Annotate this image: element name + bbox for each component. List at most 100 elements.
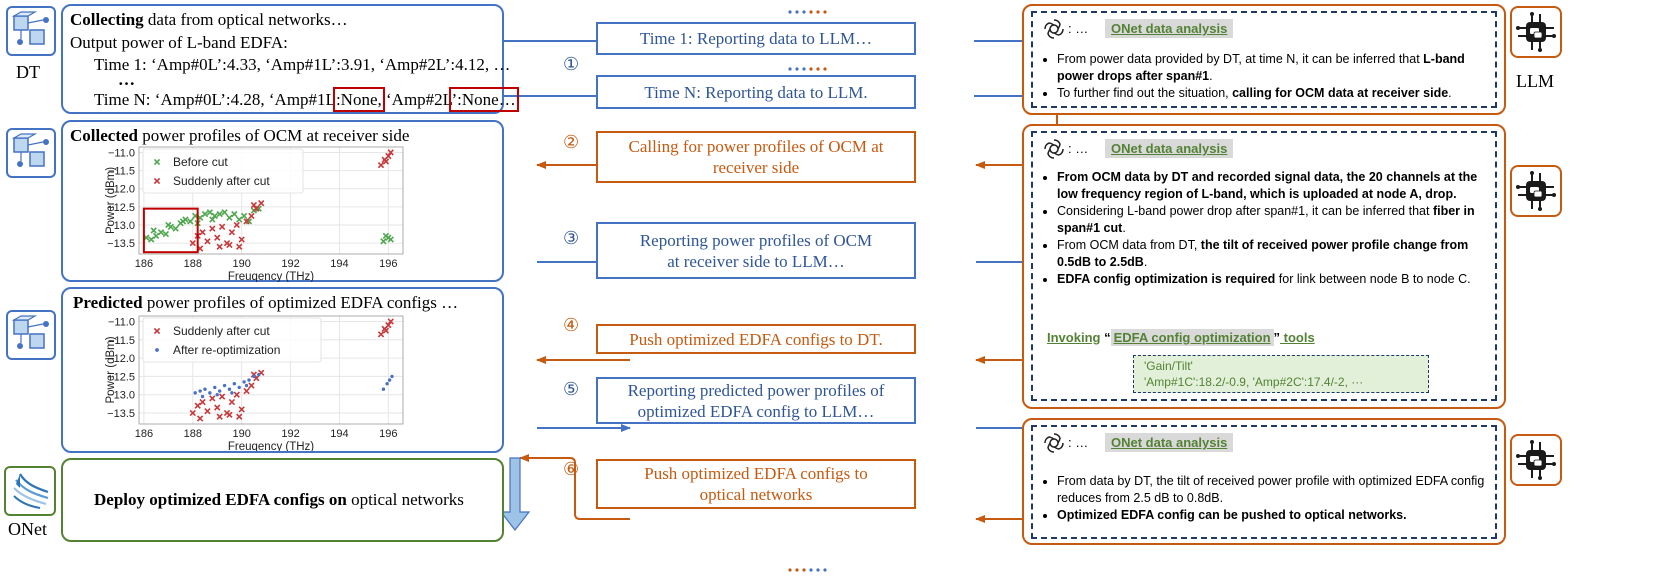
data-point <box>385 382 389 386</box>
step1-timeN-box: Time N: Reporting data to LLM. <box>596 75 916 109</box>
step4-number: ④ <box>563 315 580 336</box>
data-point <box>209 395 216 402</box>
y-tick-label: −12.0 <box>107 353 135 365</box>
data-point <box>211 212 218 220</box>
data-point <box>387 318 394 325</box>
data-point <box>237 385 241 390</box>
deploy-panel: Deploy optimized EDFA configs on optical… <box>61 458 504 542</box>
data-point <box>248 212 255 220</box>
x-tick-label: 186 <box>135 258 153 270</box>
llm-label: LLM <box>1516 71 1554 91</box>
x-tick-label: 188 <box>184 428 202 440</box>
x-tick-label: 196 <box>379 258 397 270</box>
tool-output-box: 'Gain/Tilt' 'Amp#1C':18.2/-0.9, 'Amp#2C'… <box>1133 355 1429 393</box>
y-tick-label: −12.0 <box>107 184 135 196</box>
dt-icon <box>6 6 56 56</box>
highlight-box <box>142 207 199 254</box>
data-point <box>206 209 214 216</box>
legend-marker <box>153 158 161 166</box>
y-tick-label: −13.0 <box>107 220 135 232</box>
data-point <box>381 387 386 391</box>
data-point <box>194 402 201 409</box>
data-point <box>248 382 255 389</box>
x-axis-label: Freuqency (THz) <box>228 441 314 451</box>
y-tick-label: −11.0 <box>108 147 135 159</box>
y-tick-label: −11.0 <box>108 316 135 328</box>
collected-panel: Collected power profiles of OCM at recei… <box>61 120 504 282</box>
x-tick-label: 188 <box>184 258 202 270</box>
tool-output-line-2: 'Amp#1C':18.2/-0.9, 'Amp#2C':17.4/-2, ··… <box>1144 375 1364 389</box>
data-point <box>390 374 394 379</box>
llm1-body: From power data provided by DT, at time … <box>1041 51 1493 102</box>
llm2-bullet-2: Considering L-band power drop after span… <box>1057 203 1493 237</box>
data-point <box>179 218 187 225</box>
data-point <box>213 385 217 390</box>
data-point <box>150 227 157 234</box>
ellipsis-top-2 <box>788 67 827 71</box>
data-point <box>231 210 238 218</box>
x-tick-label: 190 <box>232 428 250 440</box>
legend-label: Before cut <box>173 155 228 169</box>
llm2-prefix: : … <box>1068 141 1089 156</box>
data-point <box>253 205 260 212</box>
llm2-bullet-3: From OCM data from DT, the tilt of recei… <box>1057 237 1493 271</box>
data-point <box>233 221 240 229</box>
invoke-tool-line: Invoking “EDFA config optimization” tool… <box>1047 329 1315 346</box>
x-tick-label: 186 <box>135 428 153 440</box>
y-tick-label: −13.0 <box>107 390 135 402</box>
tool-name-tag: EDFA config optimization <box>1110 329 1274 346</box>
data-point <box>193 391 197 395</box>
llm-icon <box>1510 434 1562 486</box>
data-point <box>247 378 251 382</box>
y-tick-label: −12.5 <box>107 371 135 383</box>
x-tick-label: 192 <box>281 428 299 440</box>
data-point <box>243 387 250 395</box>
legend-marker <box>153 177 161 185</box>
deploy-down-arrow <box>499 457 531 531</box>
llm3-body: From data by DT, the tilt of received po… <box>1041 473 1493 524</box>
data-point <box>208 391 212 395</box>
x-tick-label: 196 <box>379 428 397 440</box>
data-point <box>148 236 155 243</box>
deploy-text: Deploy optimized EDFA configs on optical… <box>94 490 464 509</box>
llm-response-panel-2: : … ONet data analysis From OCM data by … <box>1022 124 1506 409</box>
data-point <box>218 393 226 400</box>
llm-icon <box>1510 6 1562 58</box>
data-point <box>216 413 223 420</box>
legend-label: Suddenly after cut <box>173 324 270 338</box>
data-point <box>385 321 392 329</box>
data-point <box>209 225 216 232</box>
y-tick-label: −12.5 <box>107 202 135 214</box>
data-point <box>380 238 387 245</box>
data-point <box>226 241 233 249</box>
data-point <box>204 238 211 245</box>
legend-box <box>142 148 304 194</box>
panel3-title: Predicted power profiles of optimized ED… <box>73 293 459 312</box>
legend-label: After re-optimization <box>173 343 280 357</box>
none-highlight: :None, <box>332 87 385 112</box>
legend-marker <box>153 327 161 335</box>
step1-time1-box: Time 1: Reporting data to LLM… <box>596 22 916 55</box>
data-point <box>196 415 204 422</box>
onet-analysis-tag: ONet data analysis <box>1105 19 1234 38</box>
data-point <box>377 161 385 169</box>
llm3-bullet-1: From data by DT, the tilt of received po… <box>1057 473 1493 507</box>
x-tick-label: 190 <box>232 258 250 270</box>
llm3-prefix: : … <box>1068 435 1089 450</box>
data-point <box>230 391 234 395</box>
data-point <box>226 214 233 221</box>
panel1-subtitle: Output power of L-band EDFA: <box>70 33 288 52</box>
data-point <box>189 409 196 417</box>
none-highlight: ’:None… <box>448 87 519 112</box>
data-point <box>258 200 265 207</box>
dt-label: DT <box>16 62 40 82</box>
ellipsis-bottom <box>788 568 827 572</box>
data-point <box>165 221 172 229</box>
llm-response-inner-2: : … ONet data analysis From OCM data by … <box>1031 131 1497 401</box>
data-point <box>250 201 258 209</box>
onet-analysis-tag: ONet data analysis <box>1105 139 1234 158</box>
legend-label: Suddenly after cut <box>173 174 270 188</box>
panel1-timeN: Time N: ‘Amp#0L’:4.28, ‘Amp#1L:None, ‘Am… <box>94 87 519 112</box>
